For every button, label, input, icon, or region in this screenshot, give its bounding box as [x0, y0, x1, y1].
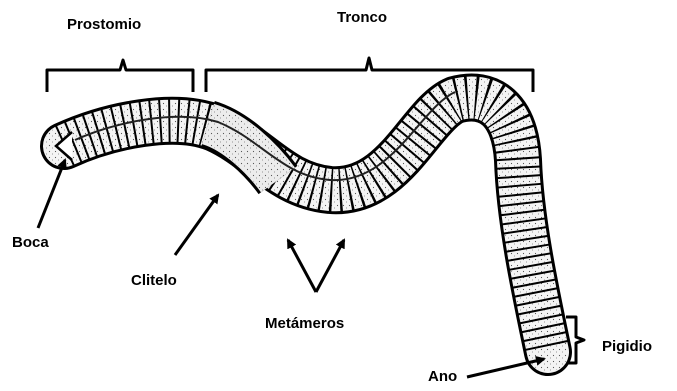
boca-arrow — [38, 160, 65, 228]
label-metameros: Metámeros — [265, 315, 344, 332]
label-ano: Ano — [428, 368, 457, 385]
label-prostomio: Prostomio — [67, 16, 141, 33]
metameros-arrow-left — [288, 240, 316, 292]
clitelo-arrow — [175, 195, 218, 255]
metameros-arrow-right — [316, 240, 344, 292]
label-clitelo: Clitelo — [131, 272, 177, 289]
label-pigidio: Pigidio — [602, 338, 652, 355]
label-boca: Boca — [12, 234, 49, 251]
label-tronco: Tronco — [337, 9, 387, 26]
prostomio-brace — [47, 60, 193, 92]
worm-body-texture — [64, 98, 548, 353]
